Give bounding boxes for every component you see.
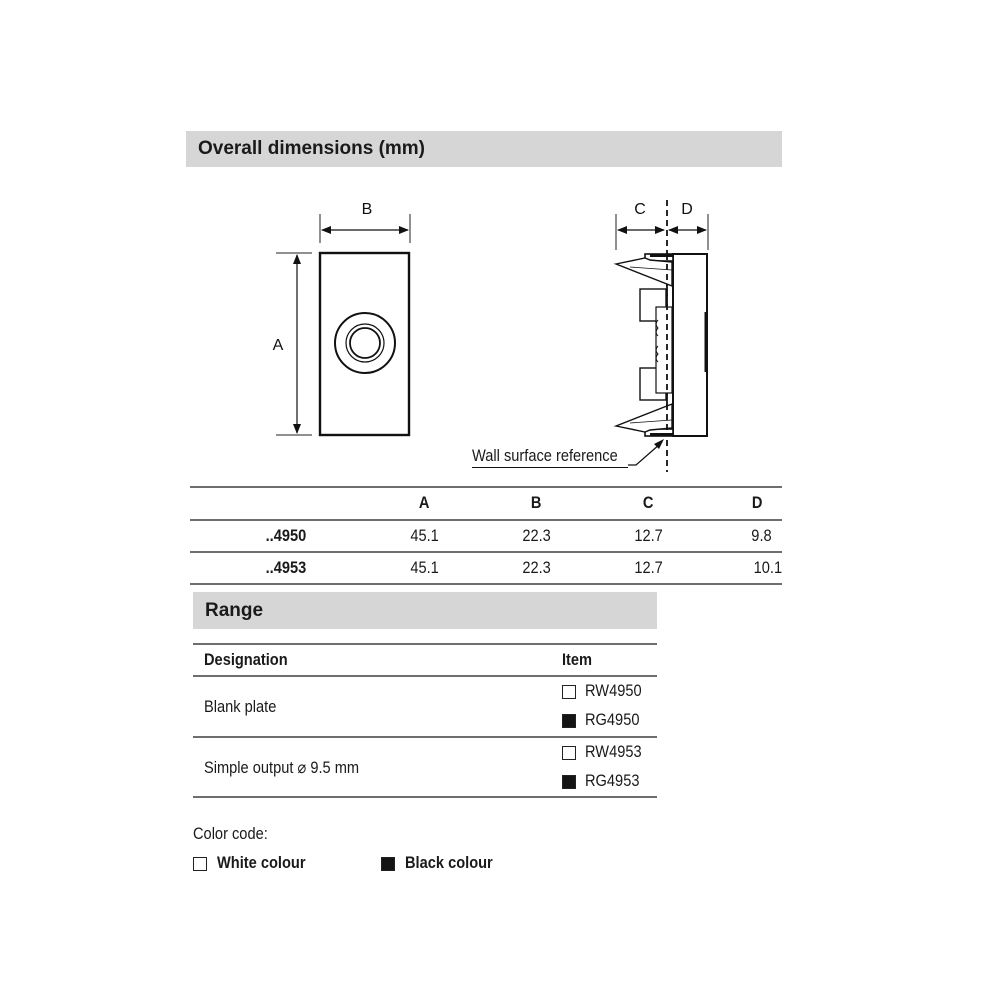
header-c: C [642,493,654,512]
color-code-label: Color code: [193,824,268,843]
cell-c: 12.7 [634,526,663,545]
cell-b: 22.3 [522,558,551,577]
item-code: RW4950 [585,681,642,700]
range-header: Range [193,592,657,629]
overall-dimensions-header: Overall dimensions (mm) [186,131,782,167]
white-colour-label: White colour [217,853,306,872]
wall-reference-underline [472,467,628,468]
header-d: D [751,493,763,512]
item-code: RG4953 [585,771,640,790]
designation: Blank plate [204,697,277,716]
white-swatch-icon [562,746,576,760]
table-rule [193,796,657,798]
item-header: Item [562,650,593,669]
dimension-label-d: D [681,201,693,218]
black-colour-label: Black colour [405,853,493,872]
white-swatch-icon [562,685,576,699]
black-swatch-icon [562,775,576,789]
cell-d: 9.8 [751,526,772,545]
front-view-drawing: B A [273,201,411,437]
white-swatch-icon [193,857,207,871]
table-rule [190,551,782,553]
item-code: RG4950 [585,710,640,729]
black-swatch-icon [562,714,576,728]
item-code: RW4953 [585,742,642,761]
designation: Simple output ⌀ 9.5 mm [204,758,360,777]
designation-header: Designation [204,650,288,669]
header-a: A [418,493,430,512]
row-ref: ..4950 [265,526,306,545]
cell-a: 45.1 [410,526,439,545]
table-rule [193,643,657,645]
header-b: B [530,493,542,512]
wall-surface-reference-label: Wall surface reference [472,446,618,465]
row-ref: ..4953 [265,558,306,577]
dimension-label-c: C [634,201,646,218]
table-rule [190,519,782,521]
dimension-label-b: B [362,201,373,218]
cell-c: 12.7 [634,558,663,577]
table-rule [193,675,657,677]
table-rule [190,583,782,585]
table-rule [193,736,657,738]
overall-dimensions-title: Overall dimensions (mm) [198,138,426,159]
table-rule [190,486,782,488]
dimension-label-a: A [273,337,284,354]
cell-a: 45.1 [410,558,439,577]
side-view-drawing: C D [613,200,709,472]
range-title: Range [205,599,264,621]
black-swatch-icon [381,857,395,871]
cell-d: 10.1 [753,558,782,577]
cell-b: 22.3 [522,526,551,545]
